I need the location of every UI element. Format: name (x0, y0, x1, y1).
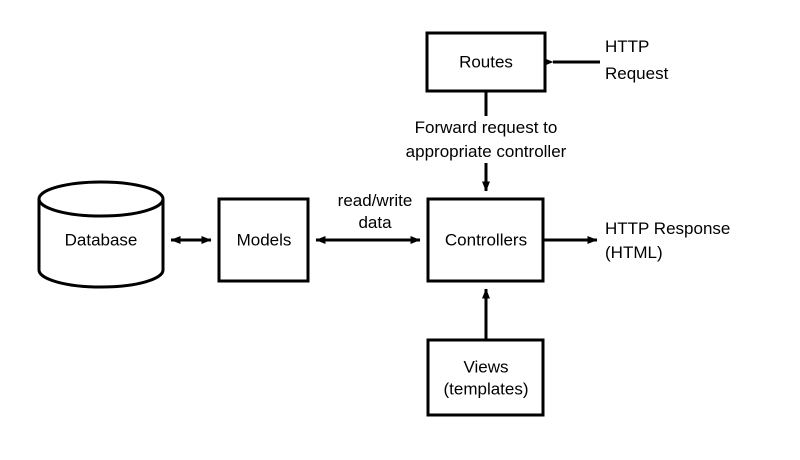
views-label-line1: Views (463, 357, 508, 376)
node-controllers[interactable]: Controllers (426, 197, 545, 283)
http-request-line2: Request (605, 64, 669, 83)
models-box (217, 197, 310, 283)
http-response-line2: (HTML) (605, 243, 663, 262)
read-write-line2: data (358, 213, 392, 232)
label-forward-request: Forward request to appropriate controlle… (406, 118, 567, 161)
database-cylinder-top (37, 180, 165, 218)
http-response-line1: HTTP Response (605, 219, 730, 238)
routes-label: Routes (459, 52, 513, 71)
controllers-label: Controllers (445, 230, 527, 249)
http-request-line1: HTTP (605, 37, 649, 56)
controllers-box (426, 197, 545, 283)
label-http-response: HTTP Response (HTML) (605, 219, 730, 262)
database-label: Database (65, 230, 138, 249)
forward-request-line1: Forward request to (415, 118, 558, 137)
node-database[interactable]: Database (37, 180, 165, 289)
read-write-line1: read/write (338, 191, 413, 210)
label-read-write-data: read/write data (338, 191, 413, 232)
node-routes[interactable]: Routes (425, 31, 547, 93)
forward-request-line2: appropriate controller (406, 142, 567, 161)
models-label: Models (237, 230, 292, 249)
routes-box (425, 31, 547, 93)
database-cylinder-body (37, 199, 165, 289)
node-views[interactable]: Views (templates) (426, 338, 545, 417)
label-http-request: HTTP Request (605, 37, 669, 83)
views-box (426, 338, 545, 417)
node-models[interactable]: Models (217, 197, 310, 283)
views-label-line2: (templates) (443, 379, 528, 398)
